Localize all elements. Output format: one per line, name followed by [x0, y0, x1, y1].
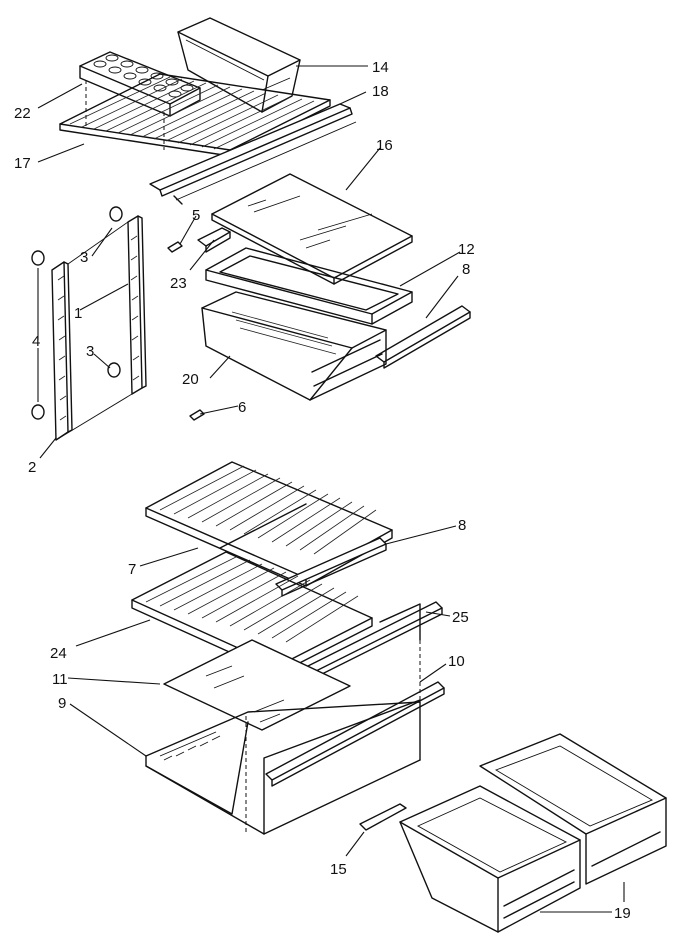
callout-23: 23 — [170, 275, 187, 292]
freezer-shelf-rail — [149, 103, 357, 205]
glide-upper-right — [109, 206, 123, 222]
callout-3-upper: 3 — [80, 249, 88, 266]
callout-19: 19 — [614, 905, 631, 922]
callout-25: 25 — [452, 609, 469, 626]
callout-24: 24 — [50, 645, 67, 662]
glide-lower-left — [31, 404, 45, 420]
right-rail — [55, 215, 147, 441]
callout-18: 18 — [372, 83, 389, 100]
callout-17: 17 — [14, 155, 31, 172]
divider-rail — [265, 681, 445, 787]
lower-rail — [275, 537, 387, 597]
callout-11: 11 — [52, 671, 68, 688]
small-rail — [197, 227, 231, 253]
leader-lines — [37, 65, 625, 913]
meat-pan — [201, 291, 387, 401]
ice-tray — [79, 51, 201, 150]
callout-10: 10 — [448, 653, 465, 670]
crisper-glass-insert — [163, 639, 351, 731]
crisper-drawer-left — [399, 785, 581, 933]
callout-16: 16 — [376, 137, 393, 154]
upper-wire-shelf — [145, 461, 393, 587]
callout-15: 15 — [330, 861, 347, 878]
crisper-slide-rail — [359, 803, 407, 831]
callout-9: 9 — [58, 695, 66, 712]
callout-22: 22 — [14, 105, 31, 122]
crisper-drawer-right — [479, 733, 667, 885]
glass-shelf — [211, 173, 413, 285]
callout-5: 5 — [192, 207, 200, 224]
screw-lower — [189, 409, 205, 421]
screw-upper — [167, 241, 183, 253]
callout-8-lower: 8 — [458, 517, 466, 534]
glide-lower-right — [107, 362, 121, 378]
callout-8-upper: 8 — [462, 261, 470, 278]
callout-2: 2 — [28, 459, 36, 476]
callout-3-lower: 3 — [86, 343, 94, 360]
callout-6: 6 — [238, 399, 246, 416]
glide-upper-left — [31, 250, 45, 266]
upper-rail — [375, 305, 471, 369]
callout-7: 7 — [128, 561, 136, 578]
callout-12: 12 — [458, 241, 475, 258]
callout-labels: 14 18 22 17 16 5 3 23 12 8 1 4 3 20 6 2 … — [14, 59, 631, 922]
ice-bin — [177, 17, 301, 113]
callout-4: 4 — [32, 333, 40, 350]
crisper-frame — [145, 603, 421, 835]
callout-1: 1 — [74, 305, 82, 322]
left-rail — [51, 261, 73, 441]
callout-20: 20 — [182, 371, 199, 388]
crisper-cover-frame — [205, 247, 413, 325]
callout-14: 14 — [372, 59, 389, 76]
